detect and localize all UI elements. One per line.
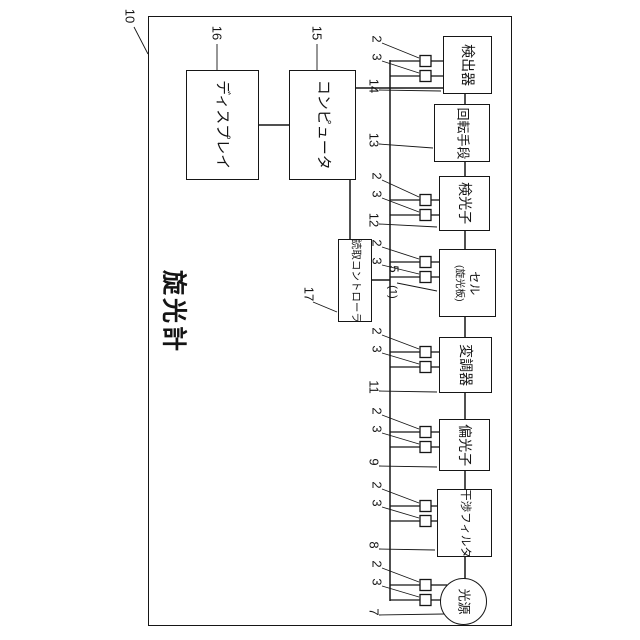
- display-box: ディスプレイ: [186, 70, 259, 180]
- ref-15: 15: [309, 25, 325, 41]
- light-source-label: 光源: [456, 588, 472, 615]
- reading-controller-box: 読取コントローラ: [338, 238, 372, 323]
- computer-label: コンピュータ: [314, 79, 332, 171]
- main-connectors: [259, 60, 443, 601]
- ref-16: 16: [209, 25, 225, 41]
- ref-2-filter: 2: [369, 481, 385, 489]
- interference-filter-label: 干渉フィルタ: [458, 488, 471, 558]
- ref-2-polarizer: 2: [369, 407, 385, 415]
- ref-3-analyzer: 3: [369, 190, 385, 198]
- ref-7: 7: [366, 608, 382, 616]
- sensor-square: [419, 345, 432, 359]
- modulator-box: 変調器: [439, 337, 492, 393]
- polarizer-box: 偏光子: [439, 419, 490, 471]
- ref-17: 17: [301, 286, 317, 302]
- interference-filter-box: 干渉フィルタ: [437, 489, 492, 557]
- ref-3-modulator: 3: [369, 345, 385, 353]
- rotation-means-label: 回転手段: [455, 106, 471, 159]
- ref-2-source: 2: [369, 560, 385, 568]
- ref-12: 12: [366, 212, 382, 228]
- sensor-stubs: [390, 60, 447, 601]
- ref-8: 8: [366, 541, 382, 549]
- modulator-label: 変調器: [457, 344, 474, 386]
- ref-11: 11: [366, 380, 382, 394]
- sensor-square: [419, 514, 432, 528]
- cell-label: セル (旋光板): [453, 265, 482, 302]
- sensor-square: [419, 578, 432, 592]
- cell-label-line1: セル: [467, 270, 482, 296]
- sensor-square: [419, 425, 432, 439]
- sensor-square: [419, 593, 432, 607]
- sensor-square: [419, 255, 432, 269]
- ref-3-filter: 3: [369, 499, 385, 507]
- polarizer-label: 偏光子: [456, 424, 473, 466]
- apparatus-outline: [148, 16, 512, 626]
- sensor-square: [419, 54, 432, 68]
- light-source-circle: 光源: [440, 578, 487, 625]
- sensor-square: [419, 360, 432, 374]
- reading-controller-label: 読取コントローラ: [349, 238, 362, 323]
- ref-1: (1): [386, 285, 399, 299]
- analyzer-box: 検光子: [439, 176, 490, 231]
- sensor-square: [419, 69, 432, 83]
- sensor-square: [419, 270, 432, 284]
- cell-box: セル (旋光板): [439, 249, 496, 317]
- cell-label-line2: (旋光板): [454, 264, 466, 302]
- sensor-squares: [419, 54, 432, 607]
- ref-13: 13: [366, 132, 382, 148]
- computer-box: コンピュータ: [289, 70, 356, 180]
- ref-3-polarizer: 3: [369, 425, 385, 433]
- figure-title: 旋光計: [159, 269, 188, 355]
- ref-3-detector: 3: [369, 53, 385, 61]
- ref-3-cell: 3: [369, 257, 385, 265]
- display-label: ディスプレイ: [214, 80, 232, 170]
- detector-label: 検出器: [459, 44, 476, 86]
- sensor-square: [419, 499, 432, 513]
- ref-14: 14: [366, 78, 382, 94]
- ref-3-source: 3: [369, 578, 385, 586]
- analyzer-label: 検光子: [456, 182, 473, 225]
- ref-2-cell: 2: [369, 239, 385, 247]
- ref-2-modulator: 2: [369, 327, 385, 335]
- detector-box: 検出器: [443, 36, 492, 94]
- ref-2-detector: 2: [369, 35, 385, 43]
- ref-5: 5: [386, 265, 402, 273]
- sensor-square: [419, 193, 432, 207]
- rotation-means-box: 回転手段: [434, 104, 490, 162]
- sensor-square: [419, 208, 432, 222]
- ref-10: 10: [122, 8, 138, 24]
- ref-9: 9: [366, 458, 382, 466]
- ref-2-analyzer: 2: [369, 172, 385, 180]
- leader-lines: [133, 26, 445, 616]
- sensor-square: [419, 440, 432, 454]
